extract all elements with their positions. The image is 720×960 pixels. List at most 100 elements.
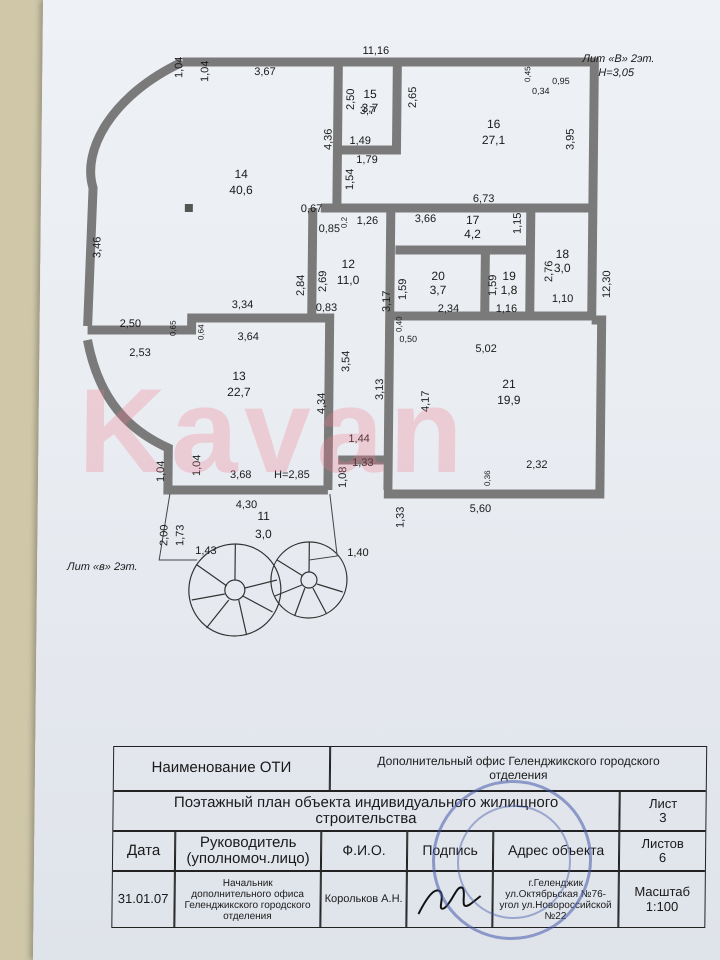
date-value: 31.01.07	[112, 871, 175, 927]
plan-title: Поэтажный план объекта индивидуального ж…	[113, 791, 620, 831]
room-13-area: 22,7	[227, 385, 251, 399]
room-14-area: 40,6	[229, 183, 253, 197]
signature	[406, 871, 493, 927]
dim-label: 1,49	[349, 135, 371, 147]
lit-left-label: Лит «в» 2эт.	[66, 561, 138, 573]
dim-label: 1,33	[352, 457, 374, 469]
dim-label: 1,54	[344, 169, 356, 190]
dim-label: 12,30	[601, 270, 613, 298]
dim-label: 1,26	[357, 215, 379, 227]
sheet-label: Лист	[648, 795, 678, 811]
room-20-num: 20	[431, 269, 445, 283]
dim-label: 2,69	[317, 271, 329, 292]
dim-label: 1,40	[347, 547, 369, 559]
dim-label: 1,59	[397, 279, 409, 300]
room-17-num: 17	[466, 213, 480, 227]
dim-label: 0,45	[523, 66, 532, 82]
dim-label: 0,67	[301, 203, 323, 215]
dim-label: 1,16	[496, 303, 518, 315]
dim-label: 0,40	[395, 316, 404, 332]
address-value: г.Геленджик ул.Октябрьская №76-угол ул.Н…	[492, 871, 619, 927]
room-16-area: 27,1	[482, 133, 506, 147]
dim-label: 3,34	[232, 299, 254, 311]
room-21-num: 21	[502, 377, 516, 391]
spiral-stairs	[188, 541, 348, 637]
dim-label: 3,7	[360, 105, 375, 117]
room-13-num: 13	[232, 369, 246, 383]
dim-label: 1,15	[512, 213, 524, 234]
dim-label: 1,79	[356, 154, 378, 166]
signature-mark	[417, 885, 482, 914]
dim-label: 2,84	[295, 275, 307, 296]
address-label: Адрес объекта	[492, 831, 620, 871]
dim-label: 3,17	[381, 291, 393, 312]
room-18-area: 3,0	[554, 261, 571, 275]
title-block: Наименование ОТИ Дополнительный офис Гел…	[111, 746, 708, 928]
room-19-area: 1,8	[501, 283, 518, 297]
dim-label: 3,66	[415, 213, 437, 225]
room-11-area: 3,0	[255, 527, 272, 541]
dim-label: 3,64	[237, 331, 259, 343]
dim-label: 0,65	[169, 320, 178, 336]
dim-label: 0,85	[319, 223, 341, 235]
name-value: Дополнительный офис Геленджикского город…	[329, 747, 707, 791]
dim-label: 3,95	[564, 129, 576, 150]
dim-label: 4,17	[420, 391, 432, 412]
dim-label: 3,54	[340, 351, 352, 372]
dim-label: 1,44	[348, 433, 370, 445]
dim-label: 5,60	[470, 503, 492, 515]
room-14-num: 14	[234, 167, 248, 181]
room-labels: 14 40,6 15 3,7 16 27,1 17 4,2 18 3,0 12 …	[227, 87, 571, 541]
scale-cell: Масштаб 1:100	[618, 871, 705, 927]
sheets-cell: Листов 6	[618, 831, 706, 871]
room-12-num: 12	[342, 257, 356, 271]
name-label: Наименование ОТИ	[113, 747, 331, 791]
dim-label: 2,50	[345, 89, 357, 110]
dim-label: 3,46	[91, 237, 103, 258]
dimension-labels: 11,16 1,04 1,04 3,67 2,50 3,7 2,65 0,45 …	[91, 45, 613, 559]
date-label: Дата	[112, 831, 176, 871]
walls	[83, 57, 607, 499]
dim-label: 4,34	[316, 393, 328, 414]
sign-label: Подпись	[406, 831, 494, 871]
dim-label: 0,34	[532, 86, 550, 96]
dim-label: 2,53	[129, 347, 151, 359]
dim-label: 2,32	[526, 459, 548, 471]
scale-label: Масштаб	[634, 884, 691, 900]
room-15-area: 3,7	[361, 101, 378, 115]
floor-plan: 14 40,6 15 3,7 16 27,1 17 4,2 18 3,0 12 …	[66, 45, 655, 637]
room-15-num: 15	[363, 87, 377, 101]
lit-top-label: Лит «В» 2эт.	[581, 53, 654, 65]
room-12-area: 11,0	[337, 273, 360, 287]
dim-label: 0,2	[340, 216, 349, 228]
plan-sheet: 14 40,6 15 3,7 16 27,1 17 4,2 18 3,0 12 …	[32, 0, 720, 960]
height-top-label: H=3,05	[598, 67, 635, 79]
dim-label: 5,02	[475, 343, 497, 355]
head-value: Начальник дополнительного офиса Геленджи…	[174, 871, 321, 927]
room-18-num: 18	[556, 247, 570, 261]
dim-label: 2,34	[438, 303, 460, 315]
dim-label: 1,33	[394, 507, 406, 528]
dim-label: 3,68	[230, 469, 252, 481]
head-label: Руководитель (уполномоч.лицо)	[174, 831, 322, 871]
dim-label: 1,43	[195, 545, 217, 557]
dim-label: 1,73	[174, 525, 186, 546]
height-13-label: H=2,85	[274, 469, 310, 481]
dim-label: 2,50	[120, 318, 142, 330]
dim-label: 1,04	[173, 57, 185, 78]
dim-label: 1,04	[191, 455, 203, 476]
sheet-value: 3	[659, 810, 667, 825]
dim-label: 0,64	[196, 324, 205, 340]
dim-label: 4,36	[322, 129, 334, 150]
dim-label: 6,73	[473, 193, 495, 205]
fio-value: Корольков А.Н.	[320, 871, 407, 927]
room-20-area: 3,7	[430, 283, 447, 297]
sheet-cell: Лист 3	[619, 791, 706, 831]
dim-label: 0,83	[316, 302, 338, 314]
sheets-value: 6	[658, 850, 667, 865]
dim-label: 2,00	[158, 525, 170, 546]
room-11-num: 11	[257, 509, 270, 523]
room-21-area: 19,9	[497, 393, 521, 407]
dim-label: 3,67	[254, 66, 276, 78]
dim-label: 2,65	[407, 87, 419, 108]
